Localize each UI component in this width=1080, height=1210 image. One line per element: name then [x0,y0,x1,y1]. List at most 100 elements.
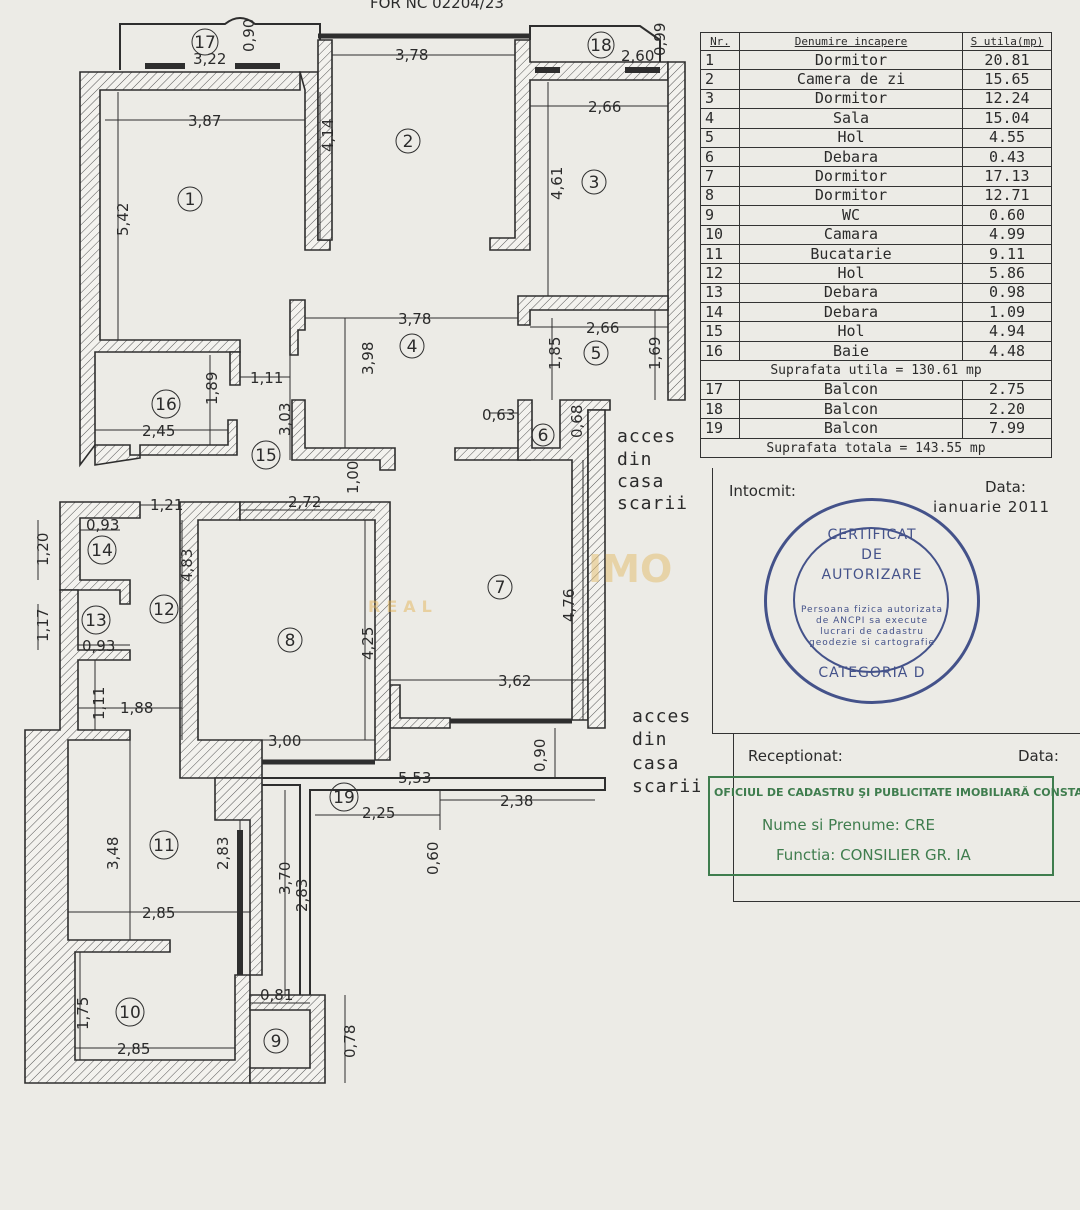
cell-nr: 6 [700,146,740,168]
intocmit-data-label: Data: [985,478,1026,496]
wall-room3-right [667,61,686,401]
svg-text:acces: acces [617,426,676,447]
cell-name: Dormitor [739,166,963,187]
dim-0-90-top: 0,90 [240,19,258,52]
dim-1-69: 1,69 [646,337,664,370]
room-number-12: 12 [149,594,179,624]
receptionat-label: Receptionat: [748,747,843,765]
dim-4-25: 4,25 [359,627,377,660]
cell-area: 4.48 [962,340,1052,362]
cell-nr: 11 [700,243,740,265]
dim-4-76: 4,76 [560,589,578,622]
room-number-11: 11 [149,830,179,860]
balcony-19-outline [262,777,606,995]
cell-name: WC [739,205,963,226]
svg-text:5: 5 [591,344,602,364]
cell-name: Dormitor [739,185,963,207]
wall-room7-bottom [389,684,451,729]
cell-nr: 13 [700,282,740,304]
dim-2-85-top: 2,85 [142,904,175,922]
dim-1-85: 1,85 [546,337,564,370]
svg-text:13: 13 [85,611,107,631]
balcony-17-outline [119,17,321,70]
wall-bath-bottom [94,419,238,466]
wall-room7-right [587,409,606,729]
useful-area-row-text: Suprafata utila = 130.61 mp [700,360,1052,381]
outer-wall-left [79,71,301,468]
stamp-category: CATEGORIA D [818,665,926,681]
header-area: S utila(mp) [962,32,1052,51]
dim-1-11-bot: 1,11 [90,687,108,720]
svg-text:15: 15 [255,446,277,466]
cell-area: 0.60 [962,205,1052,226]
svg-text:18: 18 [590,36,612,56]
wall-room2-right [489,39,669,251]
dim-3-03: 3,03 [276,403,294,436]
dim-2-83-balcony: 2,83 [293,879,311,912]
cell-name: Debara [739,302,963,323]
cell-nr: 8 [700,185,740,207]
cell-area: 15.04 [962,108,1052,129]
dim-3-00: 3,00 [268,732,301,750]
authorization-stamp: CERTIFICAT DE AUTORIZARE CATEGORIA D Per… [764,498,980,704]
wall-room3-bottom [517,295,669,326]
dim-2-85-bot: 2,85 [117,1040,150,1058]
dim-0-68: 0,68 [568,405,586,438]
room-number-2: 2 [395,128,421,154]
room-number-10: 10 [115,997,145,1027]
dim-1-11-top: 1,11 [250,369,283,387]
room-number-13: 13 [81,605,111,635]
ocpi-function-line: Functia: CONSILIER GR. IA [776,846,971,864]
total-area-row-text: Suprafata totala = 143.55 mp [700,437,1052,459]
room-number-1: 1 [177,186,203,212]
intocmit-date: ianuarie 2011 [933,498,1051,516]
dim-4-83: 4,83 [178,549,196,582]
dim-5-42: 5,42 [114,203,132,236]
cell-area: 15.65 [962,69,1052,90]
access-label-top: acces din casa scarii [617,426,687,514]
svg-text:14: 14 [91,541,113,561]
cell-nr: 10 [700,224,740,245]
cell-area: 4.94 [962,321,1052,342]
cell-area: 2.20 [962,399,1052,420]
dim-0-93-top: 0,93 [86,516,119,534]
svg-text:casa: casa [617,471,664,492]
room-number-16: 16 [151,389,181,419]
cell-name: Debara [739,146,963,168]
dim-3-62: 3,62 [498,672,531,690]
room-number-18: 18 [587,31,615,59]
cell-nr: 7 [700,166,740,187]
receptionat-data-label: Data: [1018,747,1059,765]
svg-text:6: 6 [538,426,549,446]
dim-0-78: 0,78 [341,1025,359,1058]
dim-3-98: 3,98 [359,342,377,375]
cell-nr: 14 [700,302,740,323]
dim-1-88: 1,88 [120,699,153,717]
cell-name: Sala [739,108,963,129]
cell-nr: 2 [700,69,740,90]
dim-0-99: 0,99 [651,23,669,56]
dim-0-60: 0,60 [424,842,442,875]
room-number-17: 17 [191,28,219,56]
room-number-8: 8 [277,627,303,653]
svg-text:8: 8 [285,631,296,651]
cell-name: Baie [739,340,963,362]
access-label-bottom: acces din casa scarii [632,706,700,797]
svg-text:11: 11 [153,836,175,856]
svg-text:9: 9 [271,1032,282,1052]
wall-left-block [59,501,141,605]
cell-area: 17.13 [962,166,1052,187]
cell-area: 1.09 [962,302,1052,323]
cell-area: 12.24 [962,88,1052,110]
svg-text:7: 7 [495,578,506,598]
